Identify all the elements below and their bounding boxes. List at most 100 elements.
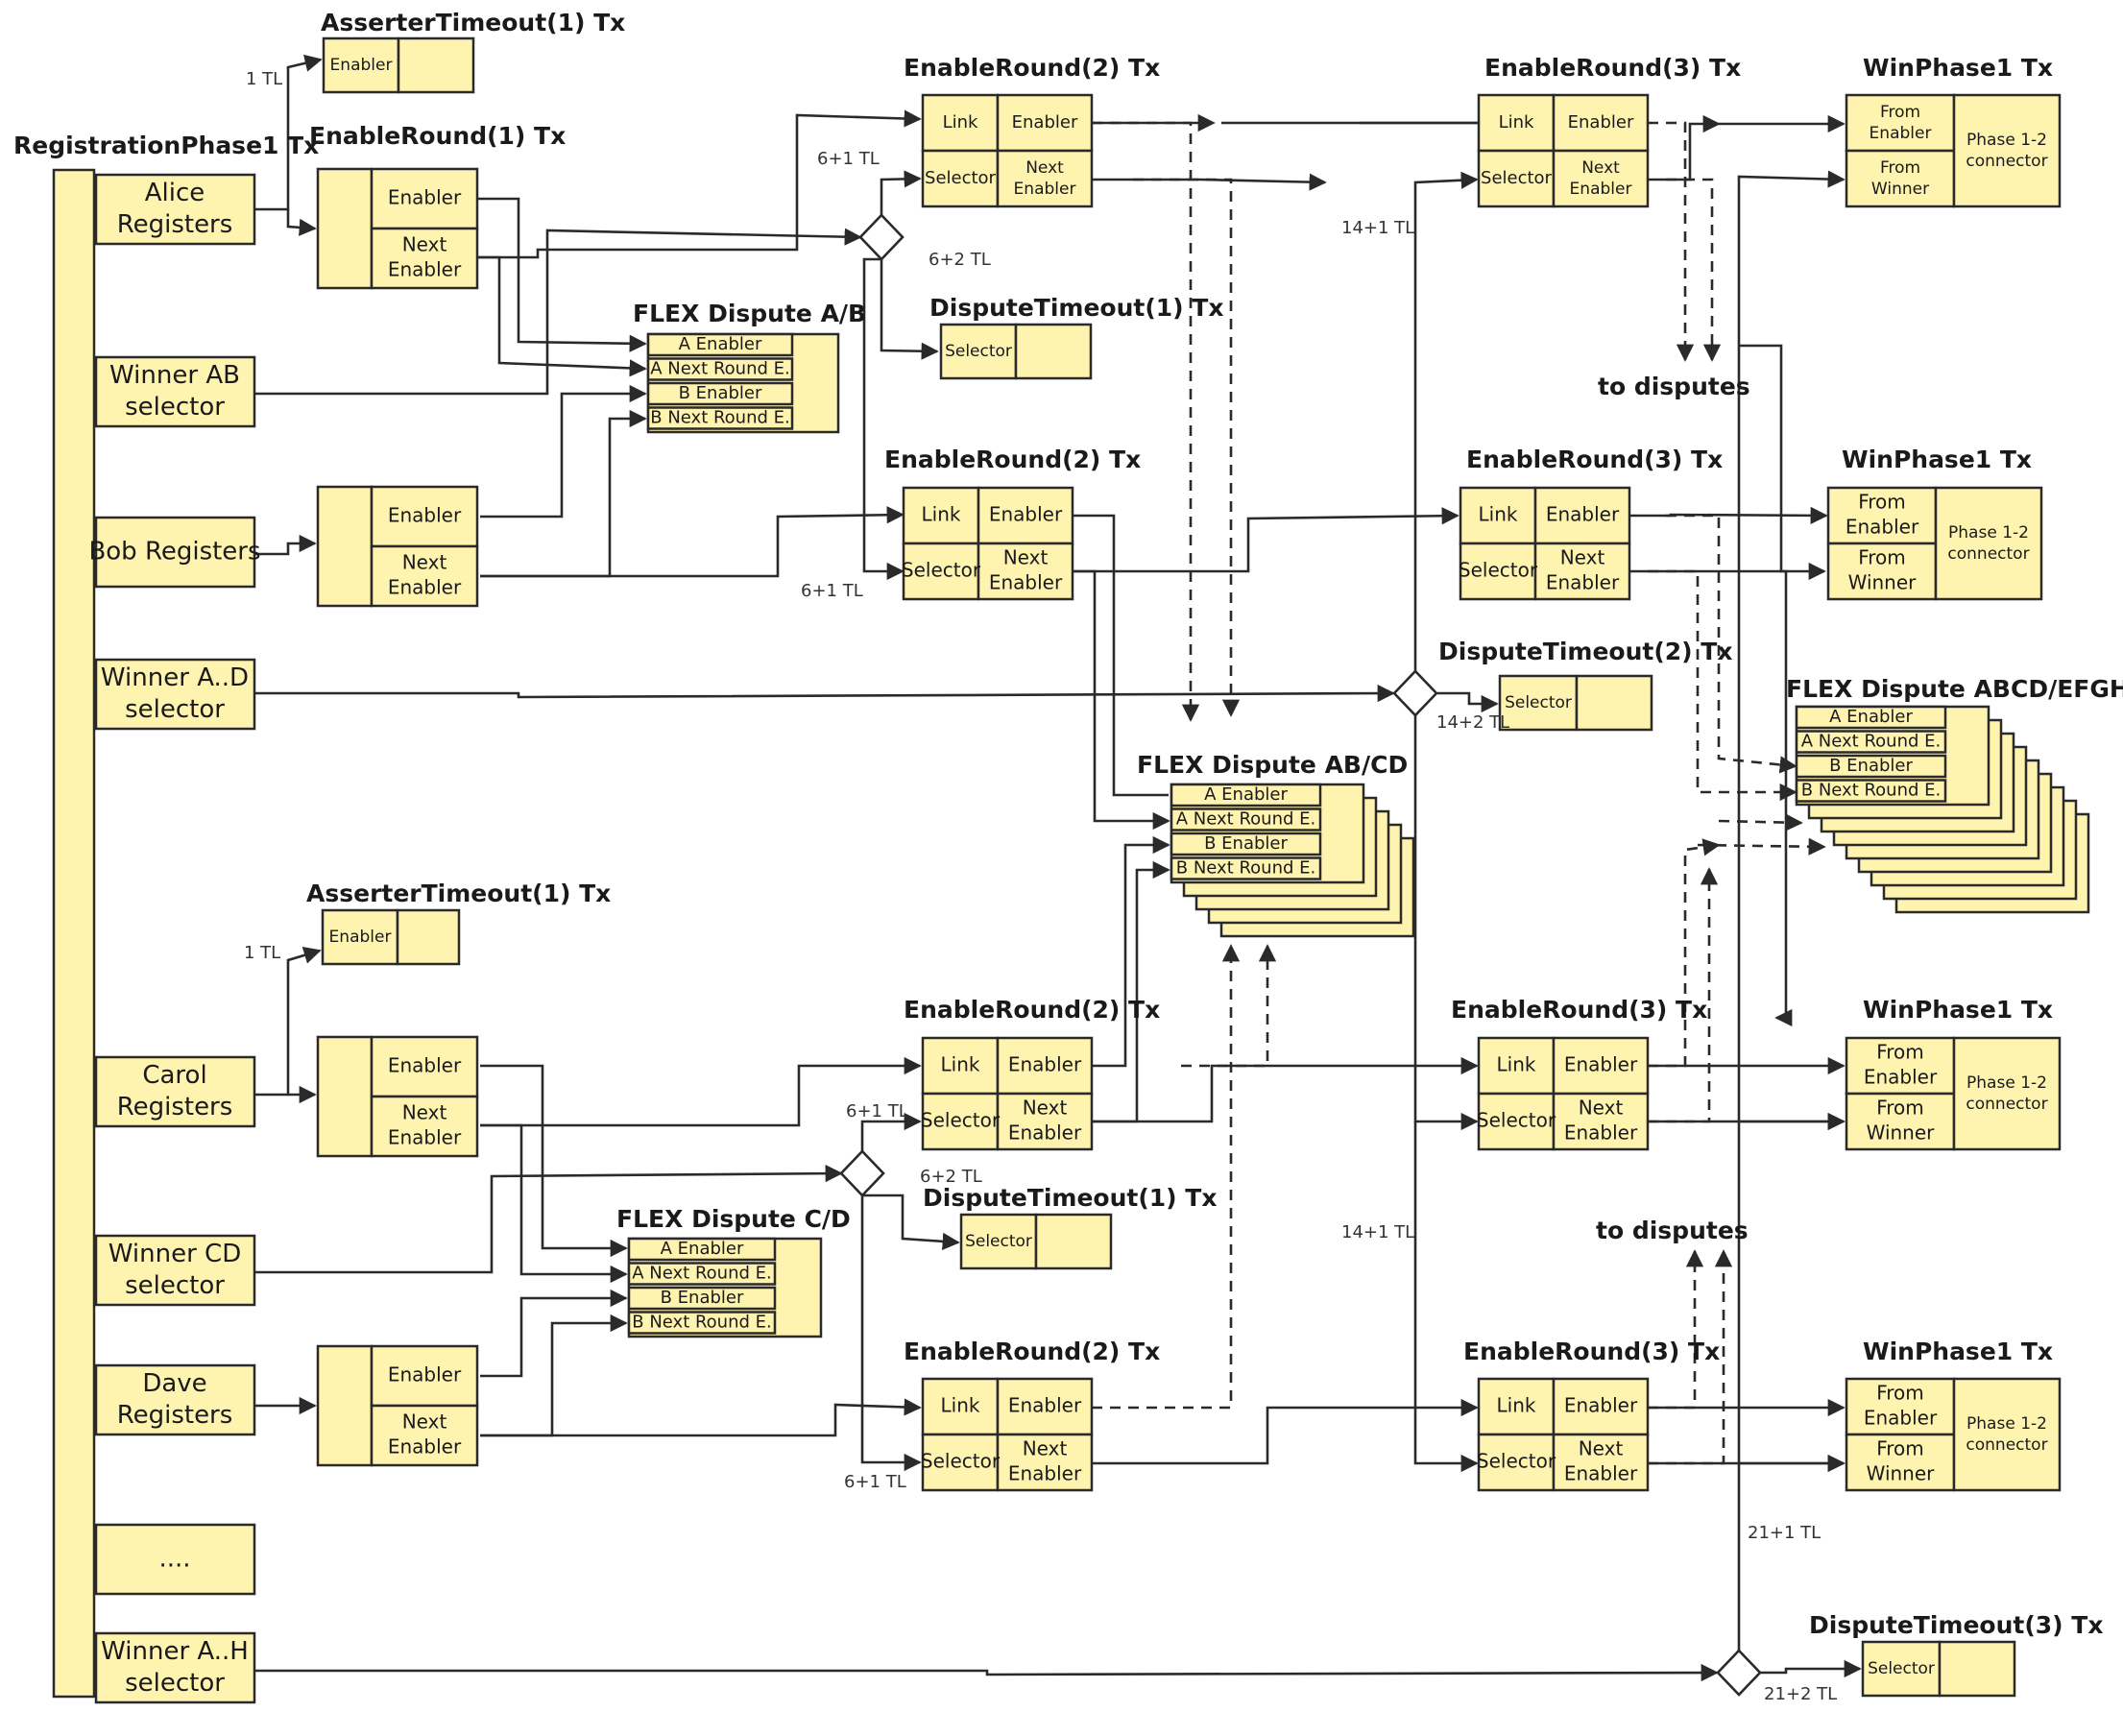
enabler-cell (322, 36, 400, 94)
connector (480, 1314, 628, 1437)
next-enabler-cell (1552, 1092, 1650, 1151)
phase-connector-cell (1952, 93, 2062, 208)
round1-left-cell (316, 1344, 374, 1467)
registration-row-label: Carol (142, 1061, 206, 1090)
from-winner-cell (1845, 149, 1956, 208)
tx-title: EnableRound(2) Tx (904, 996, 1160, 1024)
label: Enabler (388, 504, 462, 527)
empty-cell (1938, 1640, 2016, 1698)
round1-left-cell (316, 167, 374, 290)
label: Next (402, 1101, 447, 1124)
dashed-connector (1666, 178, 1722, 362)
flex-row-label: B Enabler (679, 383, 762, 403)
registration-row-label: Alice (145, 179, 205, 207)
registration-row (94, 658, 256, 731)
flex-row-label: A Enabler (1829, 707, 1913, 727)
timelock-label: 14+1 TL (1341, 1222, 1414, 1242)
tx-title: RegistrationPhase1 Tx (13, 132, 319, 159)
to-disputes-label: to disputes (1598, 373, 1750, 400)
next-enabler-cell (370, 1404, 479, 1467)
label: Next (402, 551, 447, 574)
flex-row (1170, 856, 1322, 880)
connector (477, 197, 647, 352)
label: Selector (1505, 693, 1572, 712)
label: Phase 1-2 (1966, 1414, 2047, 1434)
dashed-connector (1092, 944, 1241, 1410)
next-enabler-cell (977, 542, 1074, 601)
next-enabler-cell (996, 1092, 1094, 1151)
next-enabler-cell (1552, 149, 1650, 208)
flex-row (1795, 754, 1947, 779)
enabler-cell (1552, 1377, 1650, 1436)
next-enabler-cell (370, 544, 479, 608)
selector-cell (1477, 1092, 1556, 1151)
label: Next (402, 233, 447, 256)
dashed-connector (1648, 867, 1719, 1123)
tx-title: DisputeTimeout(1) Tx (923, 1184, 1217, 1212)
label: Enabler (1568, 112, 1634, 133)
timelock-label: 6+2 TL (929, 250, 991, 270)
label: Selector (921, 1109, 1001, 1132)
label: Enabler (1012, 112, 1078, 133)
dashed-connector (1181, 944, 1277, 1068)
tx-title: DisputeTimeout(2) Tx (1438, 638, 1732, 665)
dashed-connector (1092, 121, 1200, 722)
label: Link (1479, 503, 1518, 526)
label: Enabler (1546, 503, 1620, 526)
label: Winner (1867, 1461, 1936, 1484)
label: Next (1003, 546, 1049, 569)
tx-title: FLEX Dispute AB/CD (1137, 751, 1408, 779)
label: Enabler (329, 928, 392, 947)
connector (480, 1056, 922, 1127)
label: Link (1497, 1394, 1536, 1417)
timelock-diamond (1716, 1649, 1762, 1697)
label: connector (1966, 152, 2047, 171)
connector (1739, 344, 1826, 581)
tx-title: AsserterTimeout(1) Tx (306, 880, 611, 907)
to-disputes-label: to disputes (1596, 1217, 1749, 1244)
dashed-connector (1718, 813, 1803, 832)
connector (254, 1165, 843, 1274)
empty-cell (1575, 674, 1653, 732)
label: Winner (1871, 180, 1929, 199)
timelock-diamond (839, 1149, 885, 1197)
registration-row (94, 355, 256, 428)
enabler-cell (370, 1035, 479, 1098)
label: Enabler (1570, 180, 1632, 199)
label: Next (1579, 1097, 1624, 1120)
tx-title: EnableRound(2) Tx (904, 54, 1160, 82)
dashed-connector (1648, 121, 1695, 362)
connector (860, 1112, 922, 1151)
label: Enabler (1564, 1461, 1638, 1484)
from-winner-cell (1845, 1092, 1956, 1151)
tx-title: EnableRound(3) Tx (1451, 996, 1707, 1024)
connector (1629, 506, 1828, 524)
connector (860, 1195, 922, 1472)
flex-row (646, 357, 794, 381)
label: connector (1966, 1095, 2047, 1114)
dashed-connector (1666, 514, 1797, 774)
flex-row-label: A Next Round E. (1801, 732, 1941, 752)
connector (1073, 507, 1460, 573)
connector (480, 1064, 628, 1258)
selector-cell (1477, 1433, 1556, 1492)
link-cell (921, 1377, 1000, 1436)
connector (480, 1123, 628, 1284)
tx-title: DisputeTimeout(3) Tx (1809, 1611, 2103, 1639)
label: Link (922, 503, 961, 526)
flex-row-label: B Enabler (1204, 833, 1288, 854)
timelock-label: 1 TL (244, 943, 280, 963)
label: Enabler (1546, 570, 1620, 593)
tx-title: WinPhase1 Tx (1863, 996, 2053, 1024)
registration-row-label: selector (125, 393, 225, 422)
enabler-cell (1533, 486, 1631, 545)
next-enabler-cell (996, 149, 1094, 208)
tx-title: EnableRound(3) Tx (1484, 54, 1741, 82)
timelock-diamond (858, 213, 905, 261)
timelock-label: 6+2 TL (920, 1167, 982, 1187)
label: Selector (1477, 1450, 1556, 1473)
label: From (1880, 103, 1920, 122)
flex-row (627, 1262, 777, 1286)
selector-cell (1498, 674, 1579, 732)
connector (1092, 1056, 1479, 1123)
